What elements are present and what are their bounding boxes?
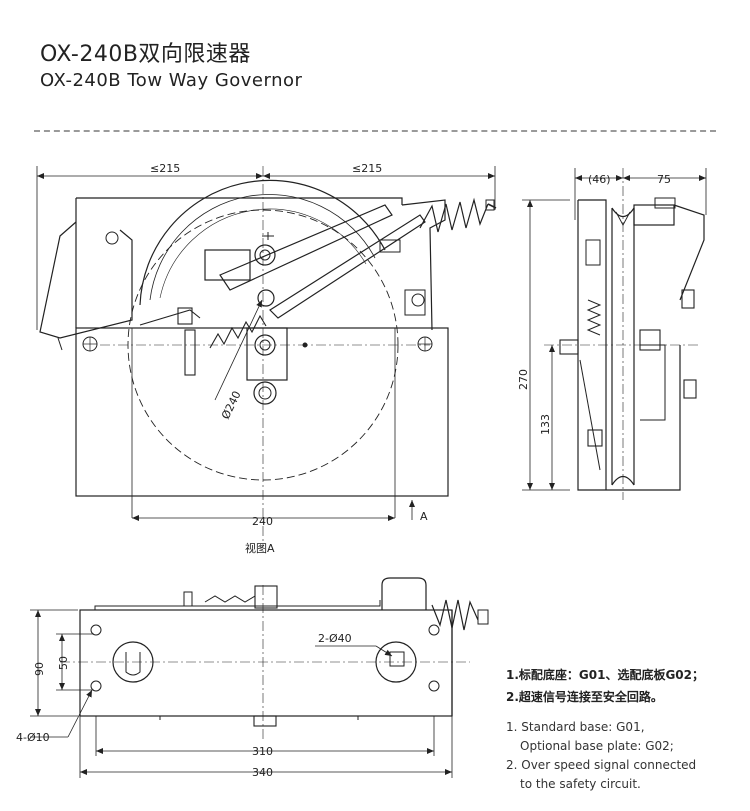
section-divider — [34, 130, 716, 132]
dim-left-width: ≤215 — [150, 162, 180, 175]
title-chinese: OX-240B双向限速器 — [40, 42, 251, 67]
dim-side-depth: 75 — [657, 173, 671, 186]
front-view — [36, 166, 497, 545]
dim-mount-holes-label: 4-Ø10 — [16, 731, 50, 744]
dim-hole-span: 310 — [252, 745, 273, 758]
side-view — [522, 168, 707, 500]
note-cn-2: 2.超速信号连接至安全回路。 — [506, 690, 663, 704]
note-en-2a: 2. Over speed signal connected — [506, 758, 697, 772]
dim-base-width: 240 — [252, 515, 273, 528]
title-english: OX-240B Tow Way Governor — [40, 70, 303, 91]
dim-right-width: ≤215 — [352, 162, 382, 175]
view-a-caption: 视图A — [245, 541, 275, 555]
note-cn-1: 1.标配底座：G01、选配底板G02； — [506, 668, 705, 682]
dim-slots-label: 2-Ø40 — [318, 632, 352, 645]
note-en-1b: Optional base plate: G02; — [520, 739, 674, 753]
bottom-view — [30, 577, 489, 778]
dim-side-offset: (46) — [588, 173, 611, 186]
note-en-1a: 1. Standard base: G01, — [506, 720, 645, 734]
dim-sheave-diameter: Ø240 — [219, 389, 244, 421]
dim-side-height: 270 — [517, 369, 530, 390]
dim-hole-spacing: 50 — [57, 656, 70, 670]
view-arrow-label: A — [420, 510, 428, 523]
dim-base-depth: 90 — [33, 662, 46, 676]
dim-side-center: 133 — [539, 414, 552, 435]
note-en-2b: to the safety circuit. — [520, 777, 641, 791]
notes-block: 1.标配底座：G01、选配底板G02； 2.超速信号连接至安全回路。 1. St… — [506, 664, 746, 794]
dim-base-length: 340 — [252, 766, 273, 779]
